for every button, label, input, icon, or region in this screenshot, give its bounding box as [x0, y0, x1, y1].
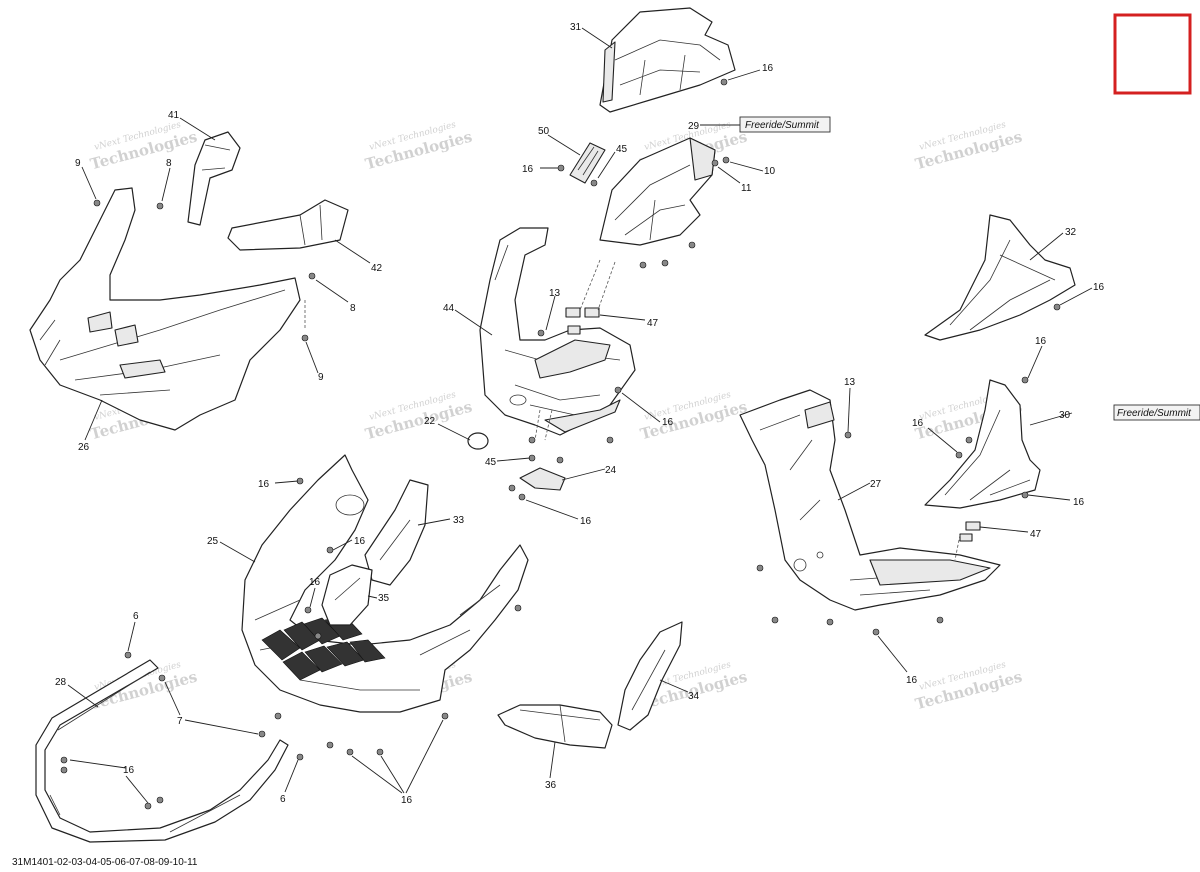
- callout: 10: [764, 166, 776, 177]
- part-27-lower-frame: [739, 389, 1001, 611]
- callout: 16: [309, 577, 321, 588]
- callout: 16: [401, 795, 413, 806]
- variant-tag-29-text: Freeride/Summit: [745, 120, 820, 131]
- callout: 16: [762, 63, 774, 74]
- variant-tag-29: Freeride/Summit: [739, 116, 831, 133]
- watermark: vNext Technologies Technologies: [913, 120, 1024, 173]
- callout: 9: [75, 158, 81, 169]
- callout: 45: [616, 144, 628, 155]
- callout: 22: [424, 416, 436, 427]
- part-41-trim: [187, 131, 241, 226]
- callout: 26: [78, 442, 90, 453]
- callout: 16: [580, 516, 592, 527]
- callout: 31: [570, 22, 582, 33]
- fasteners: [60, 78, 1061, 810]
- callout: 32: [1065, 227, 1077, 238]
- callout: 35: [378, 593, 390, 604]
- callout: 16: [123, 765, 135, 776]
- callout: 16: [258, 479, 270, 490]
- assembly-lines: [304, 259, 961, 561]
- callout: 47: [1030, 529, 1042, 540]
- watermark: vNext Technologies Technologies: [363, 390, 474, 443]
- callout: 44: [443, 303, 455, 314]
- watermark: vNext Technologies Technologies: [88, 120, 199, 173]
- variant-tag-30-text: Freeride/Summit: [1117, 408, 1192, 419]
- callout: 16: [1035, 336, 1047, 347]
- callout: 13: [549, 288, 561, 299]
- callout: 36: [545, 780, 557, 791]
- callout: 42: [371, 263, 383, 274]
- part-28-bumper: [35, 659, 289, 843]
- callout: 11: [741, 183, 752, 194]
- callout: 16: [906, 675, 918, 686]
- selection-marker-box: [1113, 13, 1192, 95]
- callout: 16: [522, 164, 534, 175]
- watermark: vNext Technologies Technologies: [638, 390, 749, 443]
- callout: 50: [538, 126, 550, 137]
- callout-numbers: 31 16 41 29 50 45 16 10 11 9 8 42 32 16 …: [55, 22, 1105, 806]
- part-22-plug: [467, 432, 489, 450]
- callout: 7: [177, 716, 183, 727]
- callout: 24: [605, 465, 617, 476]
- part-31-deflector: [599, 7, 736, 113]
- callout: 30: [1059, 410, 1071, 421]
- callout: 6: [280, 794, 286, 805]
- callout: 13: [844, 377, 856, 388]
- watermark: vNext Technologies Technologies: [913, 660, 1024, 713]
- variant-tag-30: Freeride/Summit: [1113, 404, 1200, 421]
- part-33-panel: [364, 479, 429, 586]
- callout: 16: [662, 417, 674, 428]
- callout: 16: [354, 536, 366, 547]
- part-29-side-panel: [599, 137, 716, 246]
- callout: 28: [55, 677, 67, 688]
- part-36-panel: [497, 704, 613, 749]
- callout: 16: [912, 418, 924, 429]
- callout: 45: [485, 457, 497, 468]
- part-44-center-panel: [479, 227, 636, 436]
- watermark: vNext Technologies Technologies: [363, 120, 474, 173]
- part-26-left-panel: [29, 187, 301, 431]
- callout: 16: [1093, 282, 1105, 293]
- callout: 6: [133, 611, 139, 622]
- callout: 25: [207, 536, 219, 547]
- callout: 41: [168, 110, 180, 121]
- part-47-clip-right: [959, 521, 981, 542]
- leader-lines: [67, 27, 1093, 804]
- part-24-bracket: [519, 467, 566, 491]
- callout: 8: [350, 303, 356, 314]
- callout: 29: [688, 121, 700, 132]
- part-32-deflector: [924, 214, 1076, 341]
- callout: 47: [647, 318, 659, 329]
- part-47-clip: [565, 307, 600, 335]
- callout: 16: [1073, 497, 1085, 508]
- part-42-panel: [227, 199, 349, 251]
- part-50-bracket: [569, 142, 606, 184]
- callout: 27: [870, 479, 882, 490]
- callout: 33: [453, 515, 465, 526]
- drawing-reference-number: 31M1401-02-03-04-05-06-07-08-09-10-11: [12, 857, 198, 868]
- part-34-panel: [617, 621, 683, 731]
- callout: 8: [166, 158, 172, 169]
- callout: 9: [318, 372, 324, 383]
- callout: 34: [688, 691, 700, 702]
- part-30-side-panel: [924, 379, 1041, 509]
- part-35-panel: [321, 564, 373, 626]
